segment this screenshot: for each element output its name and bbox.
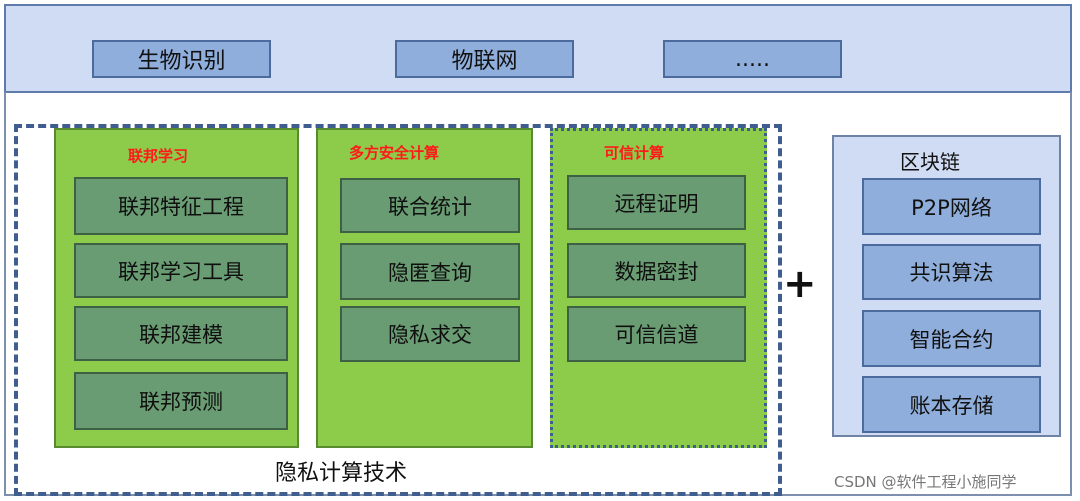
privacy-computing-label: 隐私计算技术 — [275, 461, 408, 486]
fl-item-modeling: 联邦建模 — [74, 306, 288, 361]
tc-item-remote-attestation: 远程证明 — [567, 175, 746, 230]
app-box-iot: 物联网 — [395, 40, 574, 78]
mpc-item-private-query: 隐匿查询 — [340, 243, 520, 300]
trusted-computing-title: 可信计算 — [604, 144, 665, 162]
mpc-item-psi: 隐私求交 — [340, 306, 520, 362]
fl-item-tools: 联邦学习工具 — [74, 243, 288, 298]
privacy-computing-region — [14, 124, 782, 496]
app-box-biometrics: 生物识别 — [92, 40, 271, 78]
bc-item-p2p-network: P2P网络 — [862, 178, 1041, 235]
tc-item-trusted-channel: 可信信道 — [567, 306, 746, 362]
fl-item-prediction: 联邦预测 — [74, 372, 288, 430]
mpc-item-joint-statistics: 联合统计 — [340, 178, 520, 233]
blockchain-title: 区块链 — [900, 150, 960, 174]
watermark-text: CSDN @软件工程小施同学 — [834, 473, 1017, 491]
federated-learning-title: 联邦学习 — [128, 147, 189, 165]
mpc-title: 多方安全计算 — [349, 144, 440, 162]
app-box-more: ..... — [663, 40, 842, 78]
bc-item-smart-contract: 智能合约 — [862, 310, 1041, 367]
plus-icon: + — [783, 261, 817, 307]
bc-item-ledger-storage: 账本存储 — [862, 376, 1041, 433]
fl-item-feature-engineering: 联邦特征工程 — [74, 177, 288, 235]
tc-item-data-sealing: 数据密封 — [567, 243, 746, 298]
bc-item-consensus: 共识算法 — [862, 244, 1041, 300]
